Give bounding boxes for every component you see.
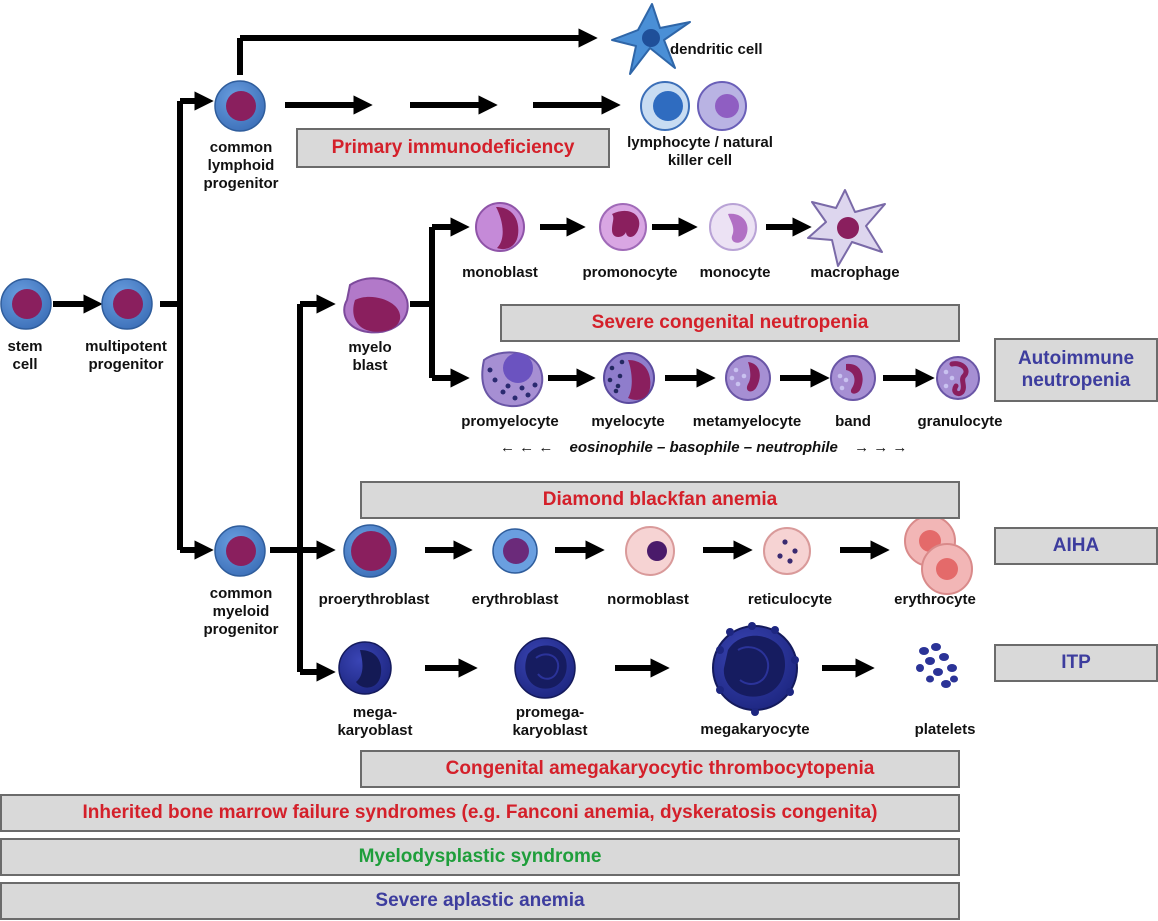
promonocyte-icon bbox=[599, 203, 647, 251]
monocyte-label: monocyte bbox=[699, 264, 771, 281]
diamond-blackfan-anemia-box: Diamond blackfan anemia bbox=[360, 481, 960, 519]
macrophage-label: macrophage bbox=[810, 264, 900, 281]
band-cell-icon bbox=[830, 355, 876, 401]
reticulocyte-icon bbox=[763, 527, 811, 575]
promegakaryoblast-label: promega-karyoblast bbox=[512, 704, 588, 739]
dendritic-cell-icon bbox=[611, 3, 691, 75]
normoblast-label: normoblast bbox=[607, 591, 689, 608]
erythroblast-icon bbox=[492, 528, 538, 574]
severe-aplastic-anemia-box: Severe aplastic anemia bbox=[0, 882, 960, 920]
macrophage-icon bbox=[807, 189, 886, 267]
platelets-icon bbox=[916, 643, 958, 688]
lineage-text: eosinophile – basophile – neutrophile bbox=[569, 439, 838, 456]
promonocyte-label: promonocyte bbox=[582, 264, 678, 281]
myelodysplastic-syndrome-box: Myelodysplastic syndrome bbox=[0, 838, 960, 876]
stem-cell-icon bbox=[0, 278, 52, 330]
metamyelocyte-label: metamyelocyte bbox=[692, 413, 802, 430]
band-label: band bbox=[835, 413, 871, 430]
erythrocyte-label: erythrocyte bbox=[894, 591, 976, 608]
monocyte-icon bbox=[709, 203, 757, 251]
severe-congenital-neutropenia-box: Severe congenital neutropenia bbox=[500, 304, 960, 342]
promyelocyte-icon bbox=[481, 351, 544, 408]
granulocyte-lineage-note: ← ← ← eosinophile – basophile – neutroph… bbox=[500, 439, 965, 456]
congenital-amegakaryocytic-thrombocytopenia-box: Congenital amegakaryocytic thrombocytope… bbox=[360, 750, 960, 788]
dendritic-cell-label: dendritic cell bbox=[670, 41, 763, 58]
itp-box: ITP bbox=[994, 644, 1158, 682]
monoblast-icon bbox=[475, 202, 525, 252]
metamyelocyte-icon bbox=[725, 355, 771, 401]
megakaryocyte-icon bbox=[712, 622, 799, 716]
myeloblast-icon bbox=[343, 277, 409, 334]
myelocyte-icon bbox=[603, 352, 655, 404]
promyelocyte-label: promyelocyte bbox=[461, 413, 559, 430]
proerythroblast-label: proerythroblast bbox=[318, 591, 430, 608]
megakaryocyte-label: megakaryocyte bbox=[700, 721, 810, 738]
lineage-right-arrows: → → → bbox=[854, 439, 908, 456]
granulocyte-icon bbox=[936, 356, 980, 400]
reticulocyte-label: reticulocyte bbox=[747, 591, 833, 608]
lineage-connectors bbox=[53, 28, 935, 682]
platelets-label: platelets bbox=[914, 721, 976, 738]
aiha-box: AIHA bbox=[994, 527, 1158, 565]
natural-killer-cell-icon bbox=[697, 81, 747, 131]
normoblast-icon bbox=[625, 526, 675, 576]
promegakaryoblast-icon bbox=[514, 637, 576, 699]
myelocyte-label: myelocyte bbox=[591, 413, 665, 430]
lineage-left-arrows: ← ← ← bbox=[500, 439, 554, 456]
erythrocyte-icon bbox=[904, 515, 973, 595]
granulocyte-label: granulocyte bbox=[917, 413, 1003, 430]
erythroblast-label: erythroblast bbox=[471, 591, 559, 608]
inherited-bone-marrow-failure-box: Inherited bone marrow failure syndromes … bbox=[0, 794, 960, 832]
common-lymphoid-progenitor-icon bbox=[214, 80, 266, 132]
proerythroblast-icon bbox=[343, 524, 397, 578]
common-myeloid-progenitor-icon bbox=[214, 525, 266, 577]
primary-immunodeficiency-box: Primary immunodeficiency bbox=[296, 128, 610, 168]
lymphocyte-icon bbox=[640, 81, 690, 131]
megakaryoblast-icon bbox=[338, 641, 392, 695]
monoblast-label: monoblast bbox=[462, 264, 538, 281]
multipotent-progenitor-icon bbox=[101, 278, 153, 330]
megakaryoblast-label: mega-karyoblast bbox=[337, 704, 413, 739]
